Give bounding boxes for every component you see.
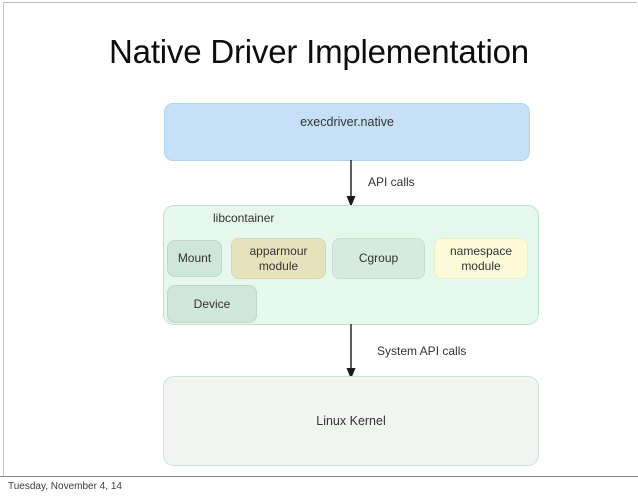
diagram-node-execdriver-label: execdriver.native xyxy=(300,115,394,129)
module-apparmour-label-line1: apparmour xyxy=(249,243,308,258)
module-apparmour-label: apparmour module xyxy=(249,244,307,273)
arrow-label-system-api-calls: System API calls xyxy=(377,344,467,358)
module-device-label: Device xyxy=(193,296,231,311)
module-namespace: namespace module xyxy=(434,238,528,279)
module-apparmour-label-line2: module xyxy=(258,258,299,273)
module-namespace-label-line2: module xyxy=(461,258,501,273)
module-cgroup-label: Cgroup xyxy=(358,251,399,266)
diagram-node-execdriver: execdriver.native xyxy=(164,103,530,161)
footer-divider xyxy=(0,476,638,477)
module-mount: Mount xyxy=(167,240,222,277)
module-device: Device xyxy=(167,285,257,323)
footer-date: Tuesday, November 4, 14 xyxy=(8,481,122,492)
slide-frame-left-rule xyxy=(3,2,4,476)
diagram-node-linux-kernel: Linux Kernel xyxy=(163,376,539,466)
arrow-system-api-calls xyxy=(346,324,356,379)
slide-frame-top-rule xyxy=(3,2,637,3)
arrow-api-calls xyxy=(346,160,356,207)
arrow-label-api-calls: API calls xyxy=(368,175,415,189)
diagram-node-libcontainer-label: libcontainer xyxy=(213,211,275,225)
module-namespace-label: namespace module xyxy=(450,244,512,273)
module-namespace-label-line1: namespace xyxy=(449,243,513,258)
module-cgroup: Cgroup xyxy=(332,238,425,279)
module-apparmour: apparmour module xyxy=(231,238,326,279)
module-mount-label: Mount xyxy=(177,251,212,266)
diagram-node-linux-kernel-label: Linux Kernel xyxy=(316,413,386,428)
page-title: Native Driver Implementation xyxy=(109,33,529,70)
